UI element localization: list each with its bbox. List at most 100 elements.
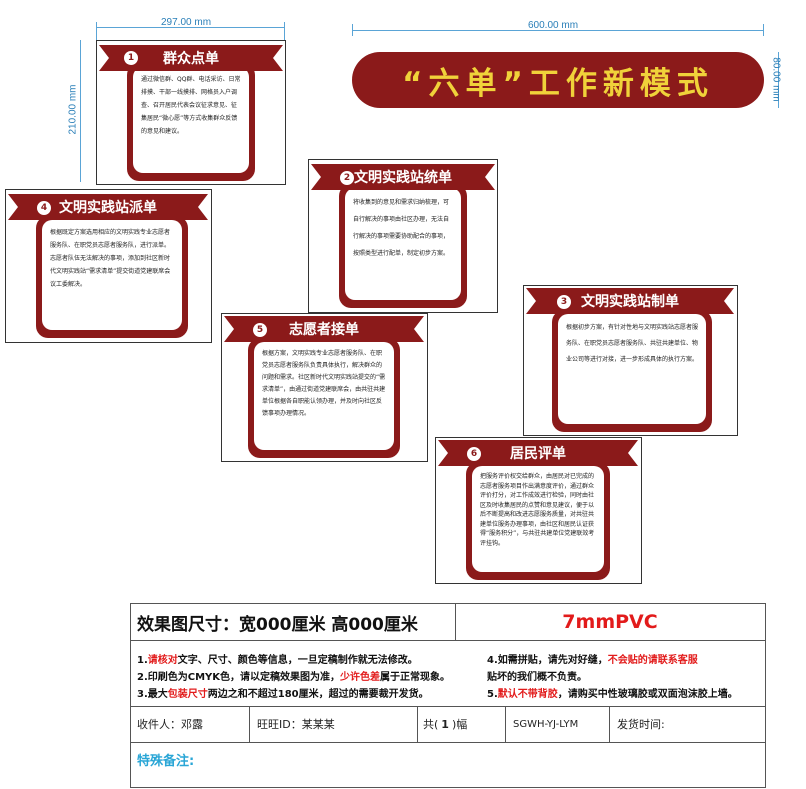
main-banner-title: “六单”工作新模式 [402, 65, 714, 102]
sign-board-2: 将收集到的意见和需求归纳梳理，可自行解决的事项由社区办理，无法自行解决的事项需要… [308, 159, 498, 313]
order-form: 效果图尺寸：宽000厘米 高000厘米 7mmPVC 1.请核对文字、尺寸、颜色… [130, 603, 766, 788]
sign-number-6: 6 [466, 446, 482, 462]
receiver-label: 收件人：邓露 [137, 718, 203, 731]
sign-number-2: 2 [339, 170, 355, 186]
height-dimension-label: 210.00 mm [67, 84, 79, 135]
sign-panel-inner-3: 根据初步方案，有针对性地与文明实践站志愿者服务队、在职党员志愿者服务队、共驻共建… [558, 314, 706, 424]
notes-right: 4.如需拼贴，请先对好缝，不会贴的请联系客服 贴坏的我们概不负责。 5.默认不带背… [487, 652, 738, 703]
size-cell: 效果图尺寸：宽000厘米 高000厘米 [131, 604, 455, 640]
sign-text-1: 通过微信群、QQ群、电话采访、日常排摸、干部一线摸排、网格员入户调查、召开居民代… [141, 76, 241, 135]
special-notes-label: 特殊备注: [137, 754, 195, 769]
sign-panel-inner-5: 根据方案，文明实践专业志愿者服务队、在职党员志愿者服务队负责具体执行，解决群众的… [254, 342, 394, 450]
ribbon-tail-left-4 [8, 194, 18, 220]
sign-board-1: 通过微信群、QQ群、电话采访、日常排摸、干部一线摸排、网格员入户调查、召开居民代… [96, 40, 286, 185]
ship-time-cell: 发货时间: [617, 706, 757, 742]
sign-title-6: 居民评单 [510, 446, 566, 462]
sign-text-4: 根据既定方案选用相应的文明实践专业志愿者服务队、在职党员志愿者服务队，进行派单。… [50, 229, 171, 288]
sign-panel-inner-4: 根据既定方案选用相应的文明实践专业志愿者服务队、在职党员志愿者服务队，进行派单。… [42, 220, 182, 330]
count-prefix: 共( [423, 718, 439, 731]
banner-height-label: 80.00 mm [770, 57, 782, 102]
note-pre: 5. [487, 689, 498, 700]
sign-ribbon-5: 志愿者接单 [234, 316, 414, 342]
note-post: 两边之和不超过180厘米，超过的需要裁开发货。 [207, 689, 429, 700]
note-line: 3.最大包装尺寸两边之和不超过180厘米，超过的需要裁开发货。 [137, 686, 450, 703]
ribbon-tail-left-2 [311, 164, 321, 190]
note-red: 不会贴的请联系客服 [607, 655, 698, 666]
sign-text-5: 根据方案，文明实践专业志愿者服务队、在职党员志愿者服务队负责具体执行，解决群众的… [262, 350, 386, 417]
banner-width-tick-right [763, 24, 764, 36]
note-red: 包装尺寸 [167, 689, 208, 700]
count-value: 1 [441, 717, 449, 731]
note-red: 请核对 [147, 655, 178, 666]
sign-number-4: 4 [36, 200, 52, 216]
ribbon-tail-right-5 [414, 316, 424, 342]
notes-left: 1.请核对文字、尺寸、颜色等信息，一旦定稿制作就无法修改。2.印刷色为CMYK色… [137, 652, 450, 703]
ribbon-tail-right-4 [198, 194, 208, 220]
product-code: SGWH-YJ-LYM [513, 718, 579, 730]
sign-text-3: 根据初步方案，有针对性地与文明实践站志愿者服务队、在职党员志愿者服务队、共驻共建… [566, 324, 699, 363]
sign-text-6: 把服务评价权交给群众，由居民对已完成的志愿者服务项目作出满意度评价，通过群众评价… [480, 473, 595, 547]
sign-panel-inner-1: 通过微信群、QQ群、电话采访、日常排摸、干部一线摸排、网格员入户调查、召开居民代… [133, 67, 249, 173]
main-banner: “六单”工作新模式 [352, 52, 764, 108]
form-divider [417, 706, 418, 742]
special-notes: 特殊备注: [137, 750, 194, 769]
sign-panel-inner-2: 将收集到的意见和需求归纳梳理，可自行解决的事项由社区办理，无法自行解决的事项需要… [345, 188, 461, 300]
sign-number-3: 3 [556, 294, 572, 310]
note-red: 少许色差 [340, 672, 381, 683]
material-label: 7mmPVC [562, 611, 658, 633]
sign-board-6: 把服务评价权交给群众，由居民对已完成的志愿者服务项目作出满意度评价，通过群众评价… [435, 437, 642, 584]
form-row-shipping: 收件人：邓露 旺旺ID：某某某 共( 1 )幅 SGWH-YJ-LYM 发货时间… [131, 706, 765, 743]
banner-width-tick-left [352, 24, 353, 36]
note-post: 属于正常现象。 [380, 672, 451, 683]
form-divider [455, 604, 456, 640]
sign-title-4: 文明实践站派单 [59, 200, 157, 216]
ribbon-tail-right-1 [273, 45, 283, 71]
note-line: 4.如需拼贴，请先对好缝，不会贴的请联系客服 [487, 652, 738, 669]
note-line: 2.印刷色为CMYK色，请以定稿效果图为准，少许色差属于正常现象。 [137, 669, 450, 686]
banner-height-line [778, 52, 779, 108]
form-divider [609, 706, 610, 742]
sign-board-4: 根据既定方案选用相应的文明实践专业志愿者服务队、在职党员志愿者服务队，进行派单。… [5, 189, 212, 343]
note-pre: 2.印刷色为CMYK色，请以定稿效果图为准， [137, 672, 341, 683]
note-red: 默认不带背胶 [497, 689, 558, 700]
width-dimension-label: 297.00 mm [161, 17, 212, 28]
width-dimension-tick-right [284, 22, 285, 42]
sign-title-3: 文明实践站制单 [581, 294, 679, 310]
ribbon-tail-left-5 [224, 316, 234, 342]
note-pre: 4.如需拼贴，请先对好缝， [487, 655, 608, 666]
material-cell: 7mmPVC [455, 604, 765, 640]
banner-width-label: 600.00 mm [528, 20, 579, 31]
note-post: ，请购买中性玻璃胶或双面泡沫胶上墙。 [557, 689, 738, 700]
sign-ribbon-3: 文明实践站制单 [536, 288, 724, 314]
sign-title-2: 文明实践站统单 [354, 170, 452, 186]
ribbon-tail-right-3 [724, 288, 734, 314]
height-dimension-line [80, 40, 81, 182]
note-post: 文字、尺寸、颜色等信息，一旦定稿制作就无法修改。 [177, 655, 418, 666]
sign-title-5: 志愿者接单 [289, 322, 359, 338]
note-line: 1.请核对文字、尺寸、颜色等信息，一旦定稿制作就无法修改。 [137, 652, 450, 669]
note-pre: 贴坏的我们概不负责。 [487, 672, 587, 683]
sign-text-2: 将收集到的意见和需求归纳梳理，可自行解决的事项由社区办理，无法自行解决的事项需要… [353, 199, 450, 257]
sign-title-1: 群众点单 [163, 51, 219, 67]
ribbon-tail-left-6 [438, 440, 448, 466]
receiver-cell: 收件人：邓露 [137, 706, 249, 742]
sign-number-5: 5 [252, 322, 268, 338]
wangwang-cell: 旺旺ID：某某某 [257, 706, 417, 742]
form-divider [249, 706, 250, 742]
sign-number-1: 1 [123, 50, 139, 66]
form-divider [505, 706, 506, 742]
size-label: 效果图尺寸：宽000厘米 高000厘米 [137, 614, 418, 635]
ribbon-tail-right-6 [628, 440, 638, 466]
form-row-notes: 1.请核对文字、尺寸、颜色等信息，一旦定稿制作就无法修改。2.印刷色为CMYK色… [131, 640, 765, 707]
sign-board-5: 根据方案，文明实践专业志愿者服务队、在职党员志愿者服务队负责具体执行，解决群众的… [221, 313, 428, 462]
width-dimension-line [96, 27, 284, 28]
wangwang-label: 旺旺ID：某某某 [257, 718, 335, 731]
note-pre: 1. [137, 655, 148, 666]
width-dimension-tick-left [96, 22, 97, 42]
ribbon-tail-right-2 [485, 164, 495, 190]
form-row-size: 效果图尺寸：宽000厘米 高000厘米 7mmPVC [131, 604, 765, 641]
sign-board-3: 根据初步方案，有针对性地与文明实践站志愿者服务队、在职党员志愿者服务队、共驻共建… [523, 285, 738, 436]
code-cell: SGWH-YJ-LYM [513, 706, 609, 742]
note-line: 5.默认不带背胶，请购买中性玻璃胶或双面泡沫胶上墙。 [487, 686, 738, 703]
banner-width-line [352, 30, 764, 31]
